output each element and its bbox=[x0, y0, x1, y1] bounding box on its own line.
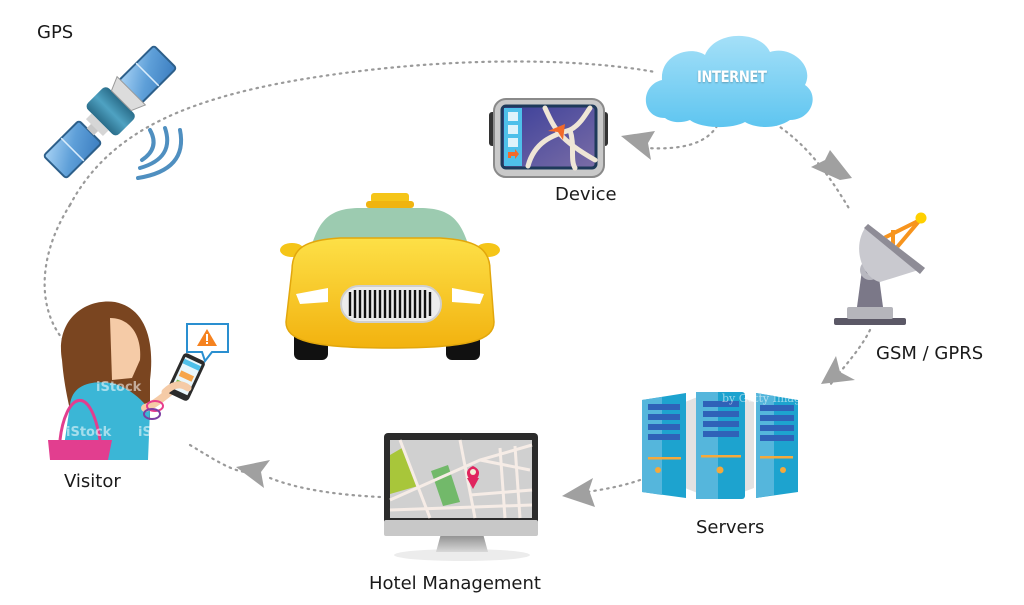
warning-bubble-icon bbox=[186, 323, 229, 364]
taxi-grille bbox=[348, 290, 432, 318]
gsm-gprs-label: GSM / GPRS bbox=[876, 343, 984, 364]
connector-internet-gsm bbox=[768, 118, 852, 212]
connector-hotel-visitor bbox=[268, 476, 382, 499]
connector-gsm-servers bbox=[828, 328, 872, 387]
monitor-map-icon bbox=[384, 433, 538, 561]
internet-label: INTERNET bbox=[697, 67, 767, 86]
satellite-dish-icon bbox=[834, 212, 927, 325]
watermark: iS bbox=[138, 425, 152, 440]
watermark: iStock bbox=[96, 380, 142, 395]
watermark: by Getty Images bbox=[722, 392, 814, 405]
connector-visitor-gps bbox=[43, 203, 72, 347]
connector-gps-internet bbox=[68, 60, 657, 207]
hotel-management-label: Hotel Management bbox=[369, 573, 541, 594]
connector-paths bbox=[43, 60, 872, 499]
woman-with-phone-icon bbox=[48, 301, 205, 460]
visitor-label: Visitor bbox=[64, 471, 121, 492]
arrow-head-to-visitor bbox=[236, 460, 270, 488]
servers-label: Servers bbox=[696, 517, 765, 538]
watermark: iStock bbox=[66, 425, 112, 440]
satellite-icon bbox=[43, 45, 177, 179]
cloud-icon bbox=[645, 35, 813, 128]
arrow-head-to-hotel bbox=[562, 478, 595, 507]
arrow-head-to-gsm bbox=[811, 150, 852, 180]
arrow-head-to-device bbox=[621, 131, 655, 160]
device-label: Device bbox=[555, 184, 617, 205]
gps-navigator-icon bbox=[489, 98, 608, 178]
arrow-head-to-servers bbox=[821, 356, 855, 384]
gps-label: GPS bbox=[37, 22, 74, 43]
server-rack-icon bbox=[642, 392, 798, 499]
taxi-icon bbox=[280, 193, 500, 360]
signal-waves-icon bbox=[136, 126, 184, 180]
connector-visitor-bottom bbox=[188, 443, 247, 474]
